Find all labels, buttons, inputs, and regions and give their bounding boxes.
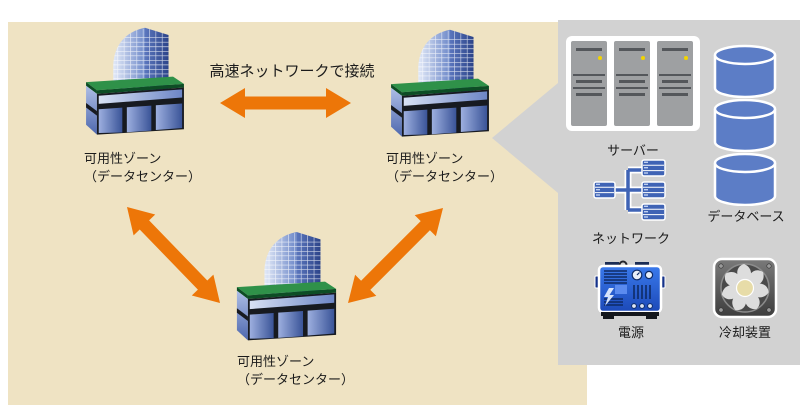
database-cylinder-icon [713,152,777,206]
zone-label-line1: 可用性ゾーン [84,152,162,167]
zone-label-line2: （データセンター） [84,170,202,185]
zone-label-line2: （データセンター） [386,170,504,185]
database-label: データベース [707,210,785,225]
server-icon [566,36,700,131]
availability-zone-building-top-left [85,25,185,141]
cooling-label: 冷却装置 [718,326,771,341]
power-generator-icon [594,260,666,319]
network-icon [593,159,666,221]
server-label: サーバー [607,144,659,159]
availability-zone-building-bottom [236,229,337,347]
server-tower-icon [569,39,609,128]
zone-label-line1: 可用性ゾーン [237,355,315,370]
network-label: ネットワーク [591,232,670,247]
zone-label-line2: （データセンター） [237,373,355,388]
database-cylinder-icon [713,98,777,152]
cooling-fan-icon [712,257,778,319]
server-tower-icon [655,39,695,128]
zone-label-top-left: 可用性ゾーン （データセンター） [84,151,201,187]
connection-label: 高速ネットワークで接続 [209,62,375,80]
availability-zone-building-top-right [390,27,490,143]
zone-label-bottom: 可用性ゾーン （データセンター） [237,354,354,390]
database-cylinder-icon [713,44,777,98]
datacenter-components-panel: サーバー データベース [558,20,800,365]
zone-label-line1: 可用性ゾーン [386,152,464,167]
zone-label-top-right: 可用性ゾーン （データセンター） [386,151,503,187]
power-label: 電源 [617,326,644,341]
server-tower-icon [612,39,652,128]
